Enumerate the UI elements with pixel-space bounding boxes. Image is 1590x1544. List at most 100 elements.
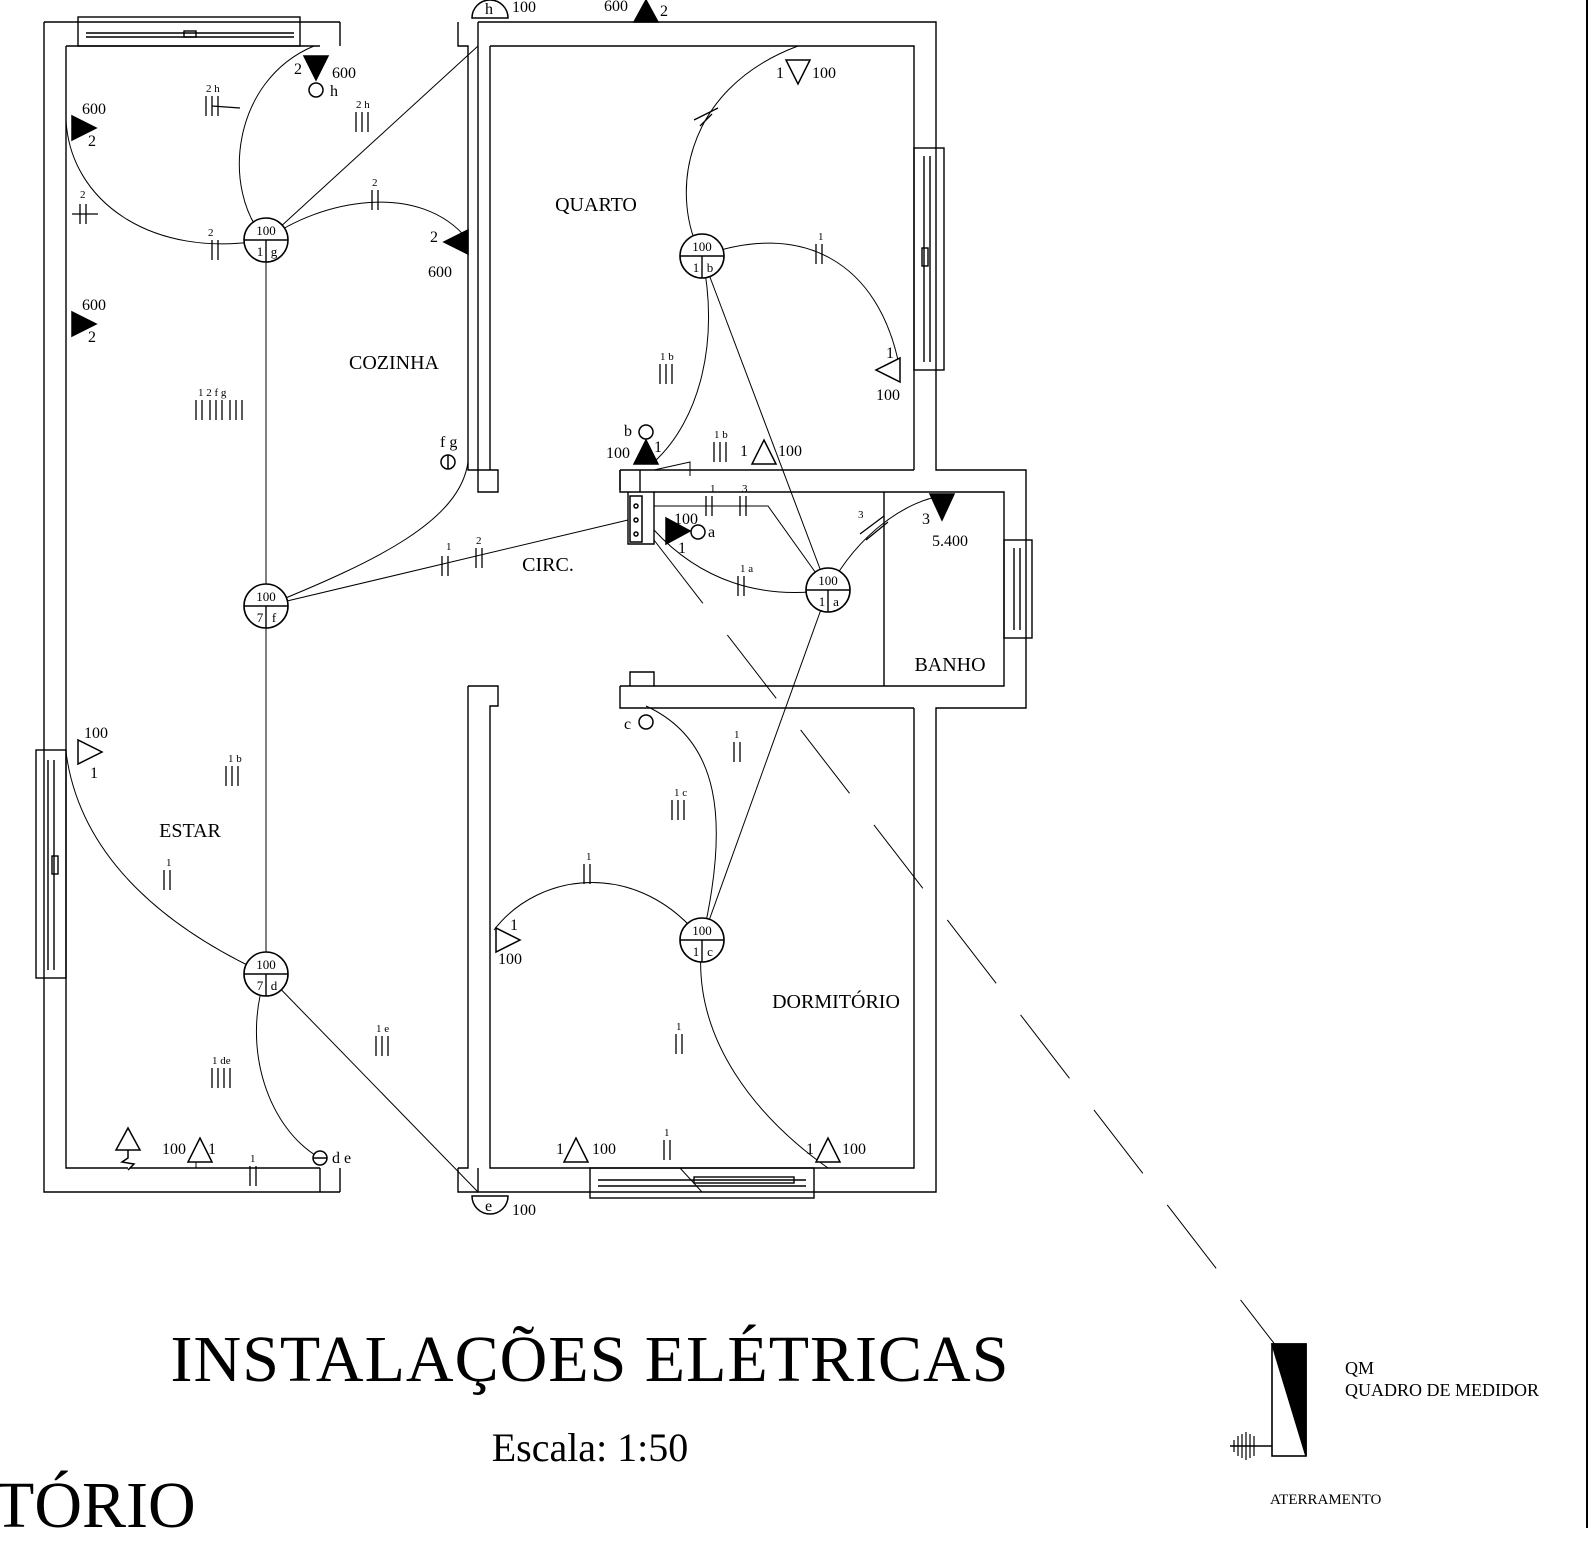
outlet-600-icon — [442, 228, 469, 256]
legend-qm-desc: QUADRO DE MEDIDOR — [1345, 1380, 1539, 1400]
svg-text:f: f — [272, 610, 277, 625]
svg-text:7: 7 — [257, 610, 264, 625]
room-estar: ESTAR — [159, 820, 221, 842]
svg-text:a: a — [833, 594, 839, 609]
switch-a-icon — [690, 524, 706, 540]
svg-text:600: 600 — [428, 264, 452, 281]
svg-text:2: 2 — [88, 329, 96, 346]
svg-text:e: e — [485, 1198, 492, 1215]
svg-text:d: d — [271, 978, 278, 993]
room-banho: BANHO — [914, 654, 985, 676]
svg-text:2: 2 — [294, 61, 302, 78]
ground-outlet-icon — [114, 1126, 142, 1171]
light-f-icon: 100 7 f — [243, 583, 289, 629]
conduit-marks — [72, 96, 889, 1186]
outlet-100-icon — [562, 1136, 590, 1163]
svg-text:2: 2 — [372, 177, 378, 189]
switches — [308, 82, 706, 1166]
svg-text:1: 1 — [693, 944, 700, 959]
walls — [35, 16, 1033, 1199]
svg-text:1: 1 — [693, 260, 700, 275]
outlet-100-icon — [632, 438, 660, 465]
light-a-icon: 100 1 a — [805, 567, 851, 613]
svg-text:1: 1 — [208, 1141, 216, 1158]
svg-text:3: 3 — [858, 509, 864, 521]
svg-text:c: c — [624, 716, 631, 733]
svg-text:1 b: 1 b — [714, 429, 728, 441]
svg-text:100: 100 — [692, 923, 712, 938]
svg-text:100: 100 — [778, 443, 802, 460]
light-fixtures: 100 1 g 100 1 b 100 7 f 100 1 a — [243, 217, 851, 997]
svg-text:1: 1 — [90, 765, 98, 782]
svg-text:100: 100 — [674, 511, 698, 528]
room-cozinha: COZINHA — [349, 352, 440, 374]
switch-b-icon — [638, 424, 654, 440]
outlet-100-icon — [750, 438, 778, 465]
room-labels: QUARTO COZINHA CIRC. BANHO ESTAR DORMITÓ… — [159, 194, 985, 1013]
svg-text:100: 100 — [256, 223, 276, 238]
svg-text:100: 100 — [498, 951, 522, 968]
svg-text:600: 600 — [332, 65, 356, 82]
outlet-600-icon — [71, 114, 98, 142]
svg-text:2 h: 2 h — [206, 83, 220, 95]
svg-text:1: 1 — [654, 439, 662, 456]
svg-text:100: 100 — [876, 387, 900, 404]
svg-text:7: 7 — [257, 978, 264, 993]
svg-text:1: 1 — [819, 594, 826, 609]
svg-text:100: 100 — [512, 1202, 536, 1219]
svg-text:600: 600 — [82, 297, 106, 314]
svg-text:h: h — [485, 1, 493, 18]
svg-text:1: 1 — [664, 1127, 670, 1139]
svg-text:3: 3 — [922, 511, 930, 528]
svg-text:1: 1 — [710, 483, 716, 495]
qm-meter-icon — [1230, 1343, 1307, 1460]
svg-text:g: g — [271, 244, 278, 259]
svg-text:1: 1 — [818, 231, 824, 243]
legend-qm: QM QUADRO DE MEDIDOR — [1345, 1357, 1539, 1401]
svg-text:3: 3 — [742, 483, 748, 495]
svg-text:100: 100 — [512, 0, 536, 16]
switch-c-icon — [638, 714, 654, 730]
svg-text:1 a: 1 a — [740, 563, 753, 575]
svg-text:1 de: 1 de — [212, 1055, 231, 1067]
svg-text:2: 2 — [660, 3, 668, 20]
light-g-icon: 100 1 g — [243, 217, 289, 263]
outlet-600-icon — [302, 55, 330, 82]
svg-text:2: 2 — [430, 229, 438, 246]
svg-text:1 c: 1 c — [674, 787, 687, 799]
svg-text:1: 1 — [257, 244, 264, 259]
outlet-100-icon — [77, 738, 104, 766]
legend-qm-code: QM — [1345, 1358, 1375, 1378]
wall-light-e-icon — [471, 1195, 509, 1215]
light-d-icon: 100 7 d — [243, 951, 289, 997]
svg-text:100: 100 — [606, 445, 630, 462]
outlet-100-icon — [874, 356, 901, 384]
svg-text:h: h — [330, 83, 338, 100]
outlet-100-icon — [814, 1136, 842, 1163]
svg-text:100: 100 — [162, 1141, 186, 1158]
room-dormitorio: DORMITÓRIO — [772, 989, 900, 1013]
legend-aterramento: ATERRAMENTO — [1270, 1492, 1382, 1508]
outlet-600-icon — [632, 0, 660, 23]
room-quarto: QUARTO — [555, 194, 637, 216]
svg-text:1: 1 — [806, 1141, 814, 1158]
scale-label: Escala: 1:50 — [491, 1425, 689, 1470]
svg-text:c: c — [707, 944, 713, 959]
svg-text:100: 100 — [812, 65, 836, 82]
svg-text:1: 1 — [740, 443, 748, 460]
svg-text:d e: d e — [332, 1150, 351, 1167]
svg-text:5.400: 5.400 — [932, 533, 968, 550]
room-circ: CIRC. — [522, 554, 574, 576]
svg-text:1 2 f g: 1 2 f g — [198, 387, 227, 399]
outlet-100-icon — [665, 516, 692, 546]
svg-text:1: 1 — [556, 1141, 564, 1158]
svg-text:1: 1 — [510, 917, 518, 934]
page-title: INSTALAÇÕES ELÉTRICAS — [170, 1323, 1010, 1396]
svg-text:600: 600 — [82, 101, 106, 118]
wall-light-h-icon — [471, 0, 509, 19]
svg-text:1 e: 1 e — [376, 1023, 389, 1035]
svg-text:100: 100 — [84, 725, 108, 742]
svg-text:1: 1 — [446, 541, 452, 553]
svg-text:b: b — [624, 423, 632, 440]
